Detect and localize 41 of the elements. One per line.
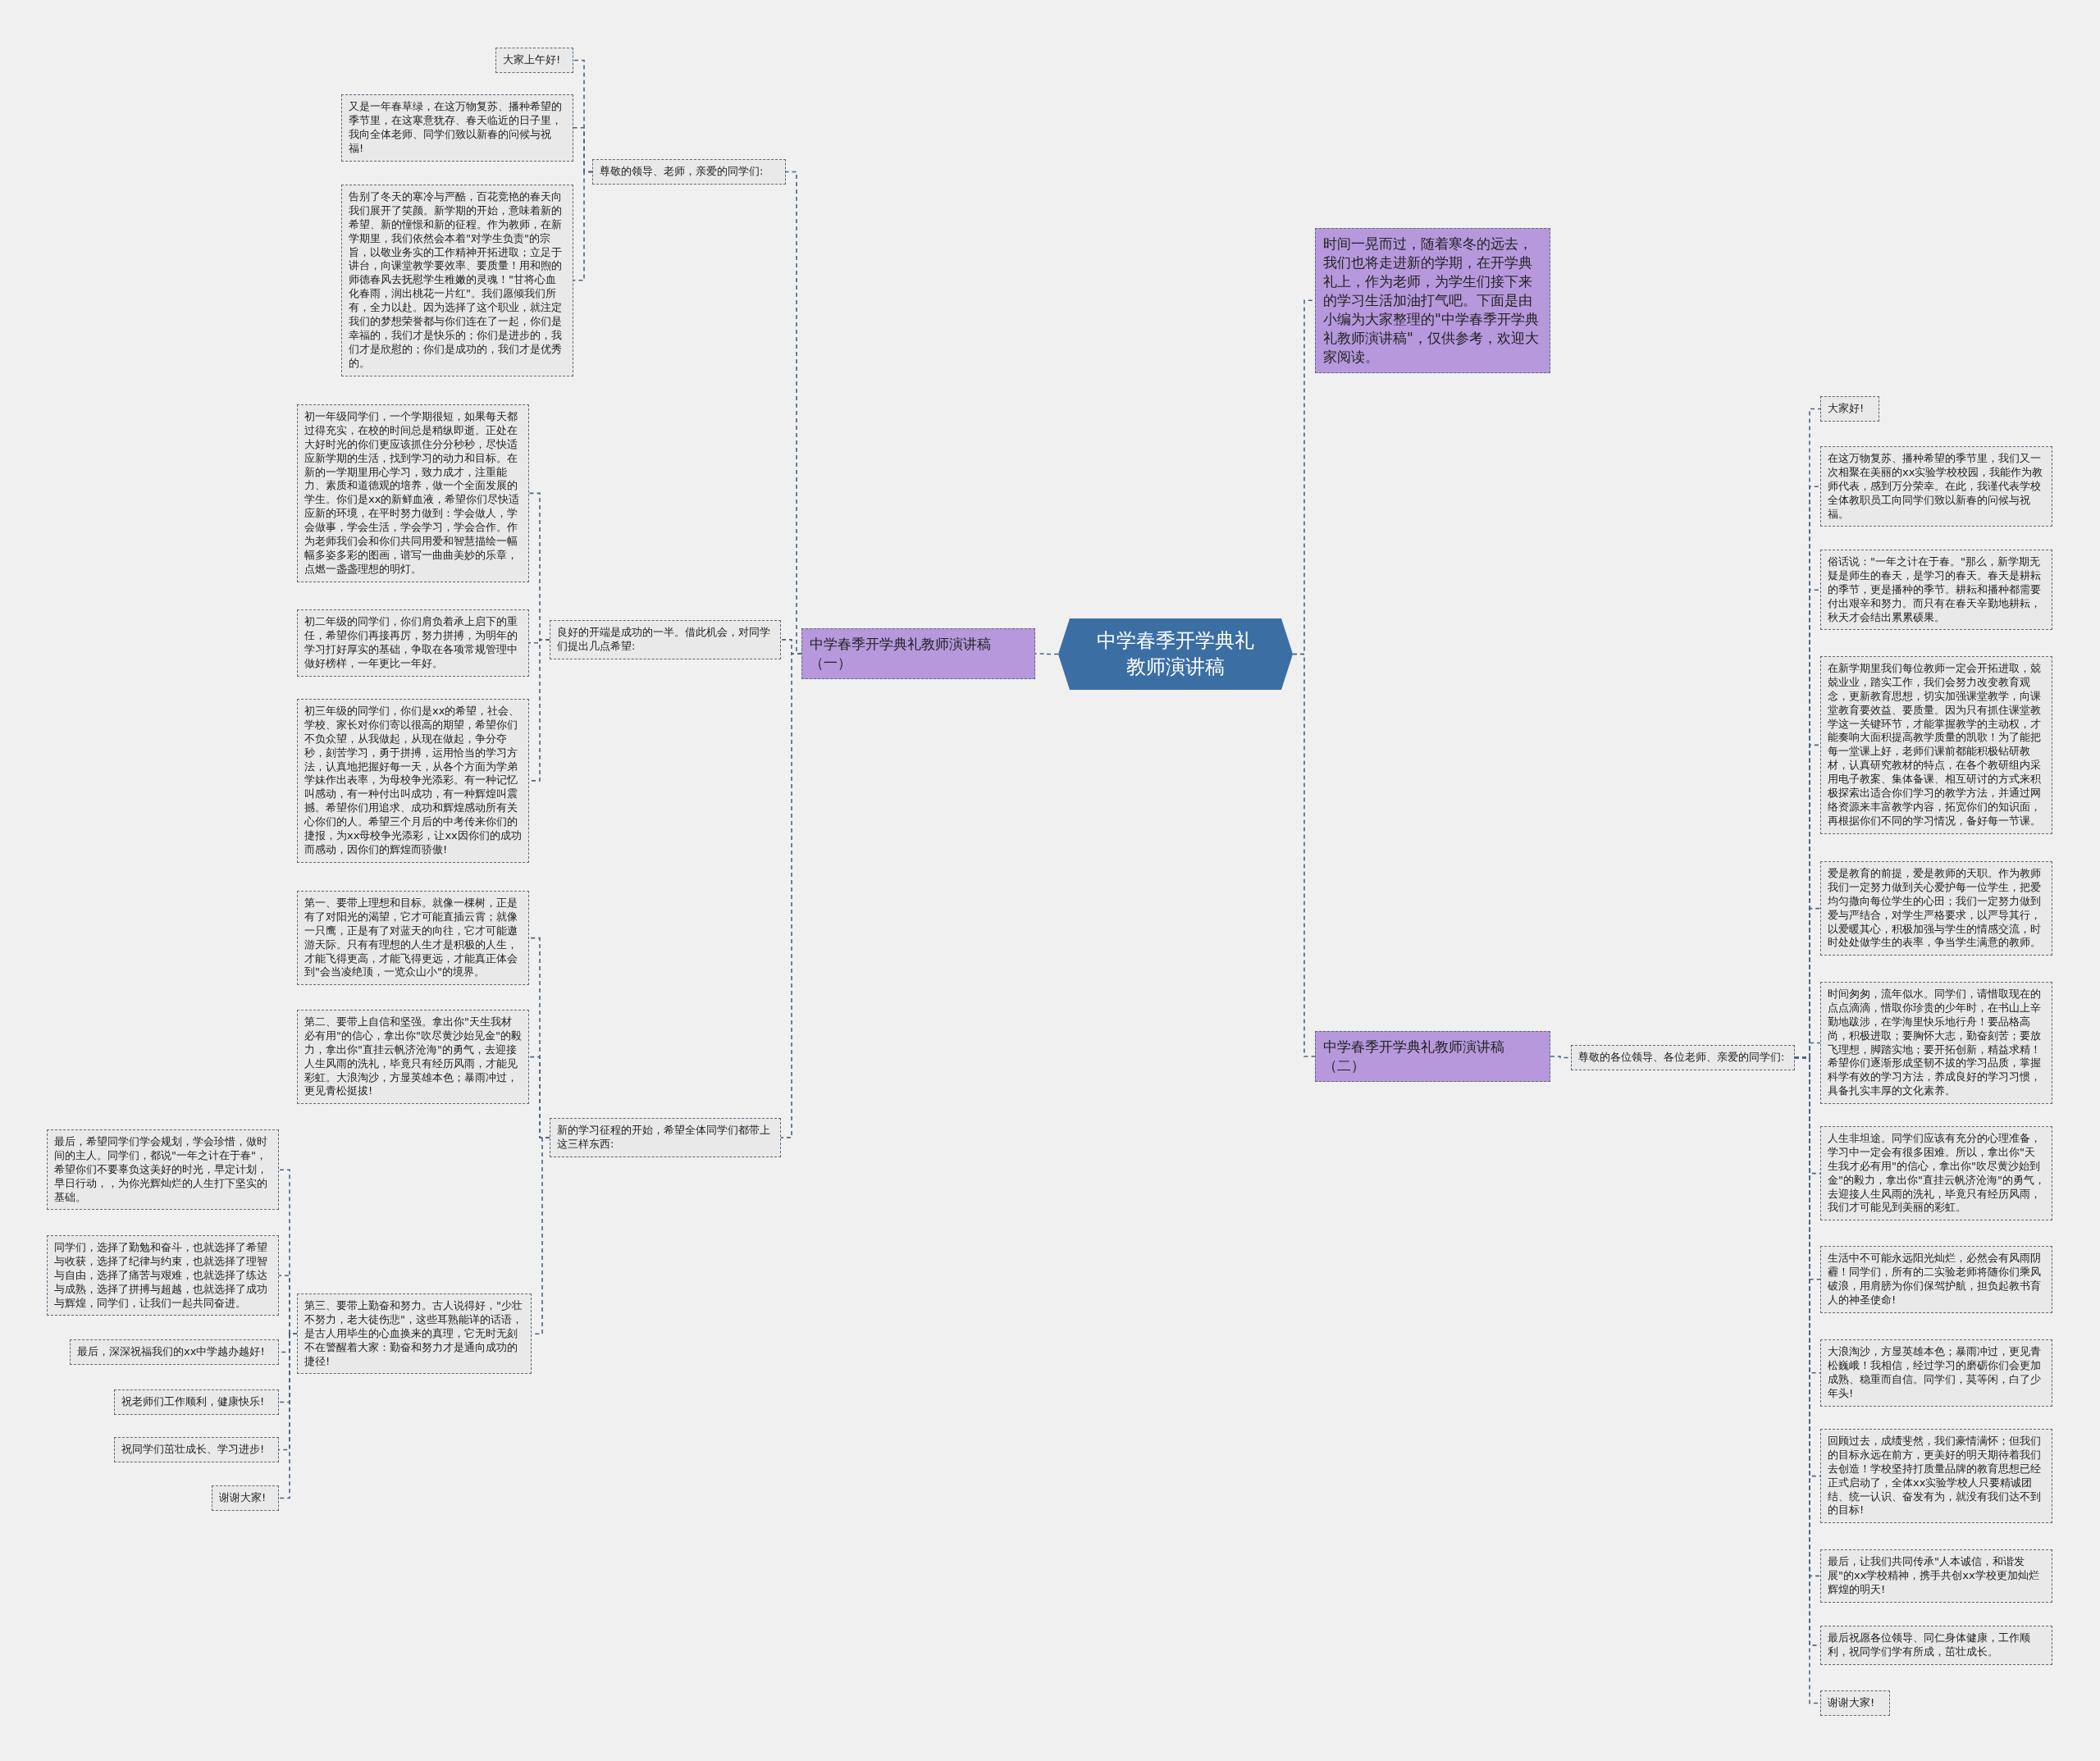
- text-box: 在新学期里我们每位教师一定会开拓进取，兢兢业业，踏实工作，我们会努力改变教育观念，更新教育思想，切实加强课堂教学，向课堂教育要效益、要质量。因为只有抓住课堂教学这一关键环节，才能掌握教学的主动权，才能奏响大面积提高教学质量的凯歌！为了能把每一堂课上好，老师们课前都能积极钻研教材，认真研究教材的特点，在各个教研组内采用电子教案、集体备课、相互研讨的方式来积极探索出适合你们学习的教学方法，并通过网络资源来丰富教学内容，拓宽你们的知识面，再根据你们不同的学习情况，备好每一节课。: [1820, 656, 2052, 834]
- text-box: 谢谢大家!: [212, 1485, 279, 1511]
- text-box: 良好的开端是成功的一半。借此机会，对同学们提出几点希望:: [550, 620, 781, 659]
- connector-line: [1034, 653, 1059, 655]
- text-box: 爱是教育的前提，爱是教师的天职。作为教师我们一定努力做到关心爱护每一位学生，把爱均匀撒向每位学生的心田；我们一定努力做到爱与严结合，对学生严格要求，以严导其行，以爱暖其心，积极加强与学生的情感交流，时时处处做学生的表率，争当学生满意的教师。: [1820, 861, 2052, 956]
- central-topic-hexagon: 中学春季开学典礼教师演讲稿: [1058, 618, 1293, 690]
- text-box: 第三、要带上勤奋和努力。古人说得好，"少壮不努力，老大徒伤悲"，这些耳熟能详的话语，是古人用毕生的心血换来的真理，它无时无刻不在警醒着大家：勤奋和努力才是通向成功的捷径!: [297, 1293, 532, 1375]
- connector-line: [780, 653, 802, 1138]
- text-box: 人生非坦途。同学们应该有充分的心理准备，学习中一定会有很多困难。所以，拿出你"天生我才必有用"的信心，拿出你"吹尽黄沙始到金"的毅力，拿出你"直挂云帆济沧海"的勇气，去迎接人生风雨的洗礼，毕竟只有经历风雨，我们才可能见到美丽的彩虹。: [1820, 1126, 2052, 1221]
- topic-box: 中学春季开学典礼教师演讲稿（二）: [1315, 1031, 1550, 1082]
- text-box: 又是一年春草绿，在这万物复苏、播种希望的季节里，在这寒意犹存、春天临近的日子里，我向全体老师、同学们致以新春的问候与祝福!: [341, 94, 573, 162]
- text-box: 第一、要带上理想和目标。就像一棵树，正是有了对阳光的渴望，它才可能直插云霄；就像一只鹰，正是有了对蓝天的向往，它才可能遨游天际。只有有理想的人生才是积极的人生，才能飞得更高，才能飞得更远，才能真正体会到"会当凌绝顶，一览众山小"的境界。: [297, 891, 529, 986]
- text-box: 回顾过去，成绩斐然，我们豪情满怀；但我们的目标永远在前方，更美好的明天期待着我们去创造！学校坚持打质量品牌的教育思想已经正式启动了，全体xx实验学校人只要精诚团结、统一认识、奋发有为，就没有我们达不到的目标!: [1820, 1429, 2052, 1524]
- text-box: 谢谢大家!: [1820, 1690, 1890, 1716]
- text-box: 新的学习征程的开始，希望全体同学们都带上这三样东西:: [550, 1118, 781, 1157]
- topic-box: 时间一晃而过，随着寒冬的远去，我们也将走进新的学期，在开学典礼上，作为老师，为学生们接下来的学习生活加油打气吧。下面是由小编为大家整理的"中学春季开学典礼教师演讲稿"，仅供参考，欢迎大家阅读。: [1315, 228, 1550, 373]
- connector-line: [1292, 653, 1316, 1057]
- text-box: 最后，希望同学们学会规划，学会珍惜，做时间的主人。同学们，都说"一年之计在于春"，希望你们不要辜负这美好的时光，早定计划，早日行动，，为你光辉灿烂的人生打下坚实的基础。: [47, 1129, 279, 1211]
- text-box: 最后祝愿各位领导、同仁身体健康，工作顺利，祝同学们学有所成，茁壮成长。: [1820, 1626, 2052, 1665]
- text-box: 祝同学们茁壮成长、学习进步!: [114, 1437, 279, 1462]
- text-box: 告别了冬天的寒冷与严酷，百花竞艳的春天向我们展开了笑颜。新学期的开始，意味着新的希望、新的憧憬和新的征程。作为教师，在新学期里，我们依然会本着"对学生负责"的宗旨，以敬业务实的工作精神开拓进取；立足于讲台，向课堂教学要效率、要质量！用和煦的师德春风去抚慰学生稚嫩的灵魂！"甘将心血化春雨，润出桃花一片红"。我们愿倾我们所有，全力以赴。因为选择了这个职业，就注定我们的梦想荣誉都与你们连在了一起，你们是幸福的，我们才是快乐的；你们是进步的，我们才是欣慰的；你们是成功的，我们才是优秀的。: [341, 185, 573, 376]
- text-box: 第二、要带上自信和坚强。拿出你"天生我材必有用"的信心，拿出你"吹尽黄沙始见金"的毅力，拿出你"直挂云帆济沧海"的勇气，去迎接人生风雨的洗礼，毕竟只有经历风雨，才能见彩虹。大浪淘沙，方显英雄本色；暴雨冲过，更见青松挺拔!: [297, 1010, 529, 1105]
- text-box: 大浪淘沙，方显英雄本色；暴雨冲过，更见青松巍峨！我相信，经过学习的磨砺你们会更加成熟、稳重而自信。同学们，莫等闲，白了少年头!: [1820, 1339, 2052, 1407]
- topic-box: 中学春季开学典礼教师演讲稿（一）: [801, 628, 1035, 679]
- text-box: 生活中不可能永远阳光灿烂，必然会有风雨阴霾！同学们，所有的二实验老师将随你们乘风破浪，用肩膀为你们保驾护航，担负起教书育人的神圣使命!: [1820, 1246, 2052, 1313]
- text-box: 尊敬的各位领导、各位老师、亲爱的同学们:: [1571, 1045, 1795, 1070]
- text-box: 大家上午好!: [495, 48, 573, 73]
- text-box: 俗话说："一年之计在于春。"那么，新学期无疑是师生的春天，是学习的春天。春天是耕耘的季节，更是播种的季节。耕耘和播种都需要付出艰辛和努力。而只有在春天辛勤地耕耘，秋天才会结出累累硕果。: [1820, 550, 2052, 631]
- text-box: 同学们，选择了勤勉和奋斗，也就选择了希望与收获，选择了纪律与约束，也就选择了理智与自由，选择了痛苦与艰难，也就选择了练达与成熟，选择了拼搏与超越，也就选择了成功与辉煌，同学们，让我们一起共同奋进。: [47, 1235, 279, 1316]
- text-box: 初一年级同学们，一个学期很短，如果每天都过得充实，在校的时间总是稍纵即逝。正处在大好时光的你们更应该抓住分分秒秒，尽快适应新学期的生活，找到学习的动力和目标。在新的一学期里用心学习，致力成才，注重能力、素质和道德观的培养，做一个全面发展的学生。你们是xx的新鲜血液，希望你们尽快适应新的环境，在平时努力做到：学会做人，学会做事，学会生活，学会学习，学会合作。作为老师我们会和你们共同用爱和智慧描绘一幅幅多姿多彩的图画，谱写一曲曲美妙的乐章，点燃一盏盏理想的明灯。: [297, 404, 529, 582]
- text-box: 时间匆匆，流年似水。同学们，请惜取现在的点点滴滴，惜取你珍贵的少年时，在书山上辛勤地跋涉，在学海里快乐地行舟！要品格高尚，积极进取；要胸怀大志，勤奋刻苦；要放飞理想，脚踏实地；要开拓创新，精益求精！希望你们逐渐形成坚韧不拔的学习品质，掌握科学有效的学习方法，养成良好的学习习惯，具备扎实丰厚的文化素养。: [1820, 982, 2052, 1105]
- text-box: 最后，深深祝福我们的xx中学越办越好!: [70, 1339, 279, 1365]
- text-box: 初三年级的同学们，你们是xx的希望，社会、学校、家长对你们寄以很高的期望，希望你们不负众望，从我做起，从现在做起，争分夺秒，刻苦学习，勇于拼搏，运用恰当的学习方法，认真地把握好每一天，从各个方面为学弟学妹作出表率，为母校争光添彩。有一种记忆叫感动，有一种付出叫成功，有一种辉煌叫震撼。希望你们用追求、成功和辉煌感动所有关心你们的人。希望三个月后的中考传来你们的捷报，为xx母校争光添彩，让xx因你们的成功而感动，因你们的辉煌而骄傲!: [297, 699, 529, 863]
- connector-line: [573, 171, 593, 281]
- text-box: 尊敬的领导、老师，亲爱的同学们:: [592, 159, 786, 185]
- text-box: 最后，让我们共同传承"人本诚信，和谐发展"的xx学校精神，携手共创xx学校更加灿烂辉煌的明天!: [1820, 1549, 2052, 1603]
- text-box: 大家好!: [1820, 396, 1879, 422]
- connector-line: [278, 1333, 298, 1499]
- text-box: 祝老师们工作顺利，健康快乐!: [114, 1389, 279, 1415]
- text-box: 初二年级的同学们，你们肩负着承上启下的重任，希望你们再接再厉，努力拼搏，为明年的学习打好厚实的基础，争取在各项常规管理中做好榜样，一年更比一年好。: [297, 609, 529, 677]
- text-box: 在这万物复苏、播种希望的季节里，我们又一次相聚在美丽的xx实验学校校园，我能作为教师代表，感到万分荣幸。在此，我谨代表学校全体教职员工向同学们致以新春的问候与祝福。: [1820, 446, 2052, 527]
